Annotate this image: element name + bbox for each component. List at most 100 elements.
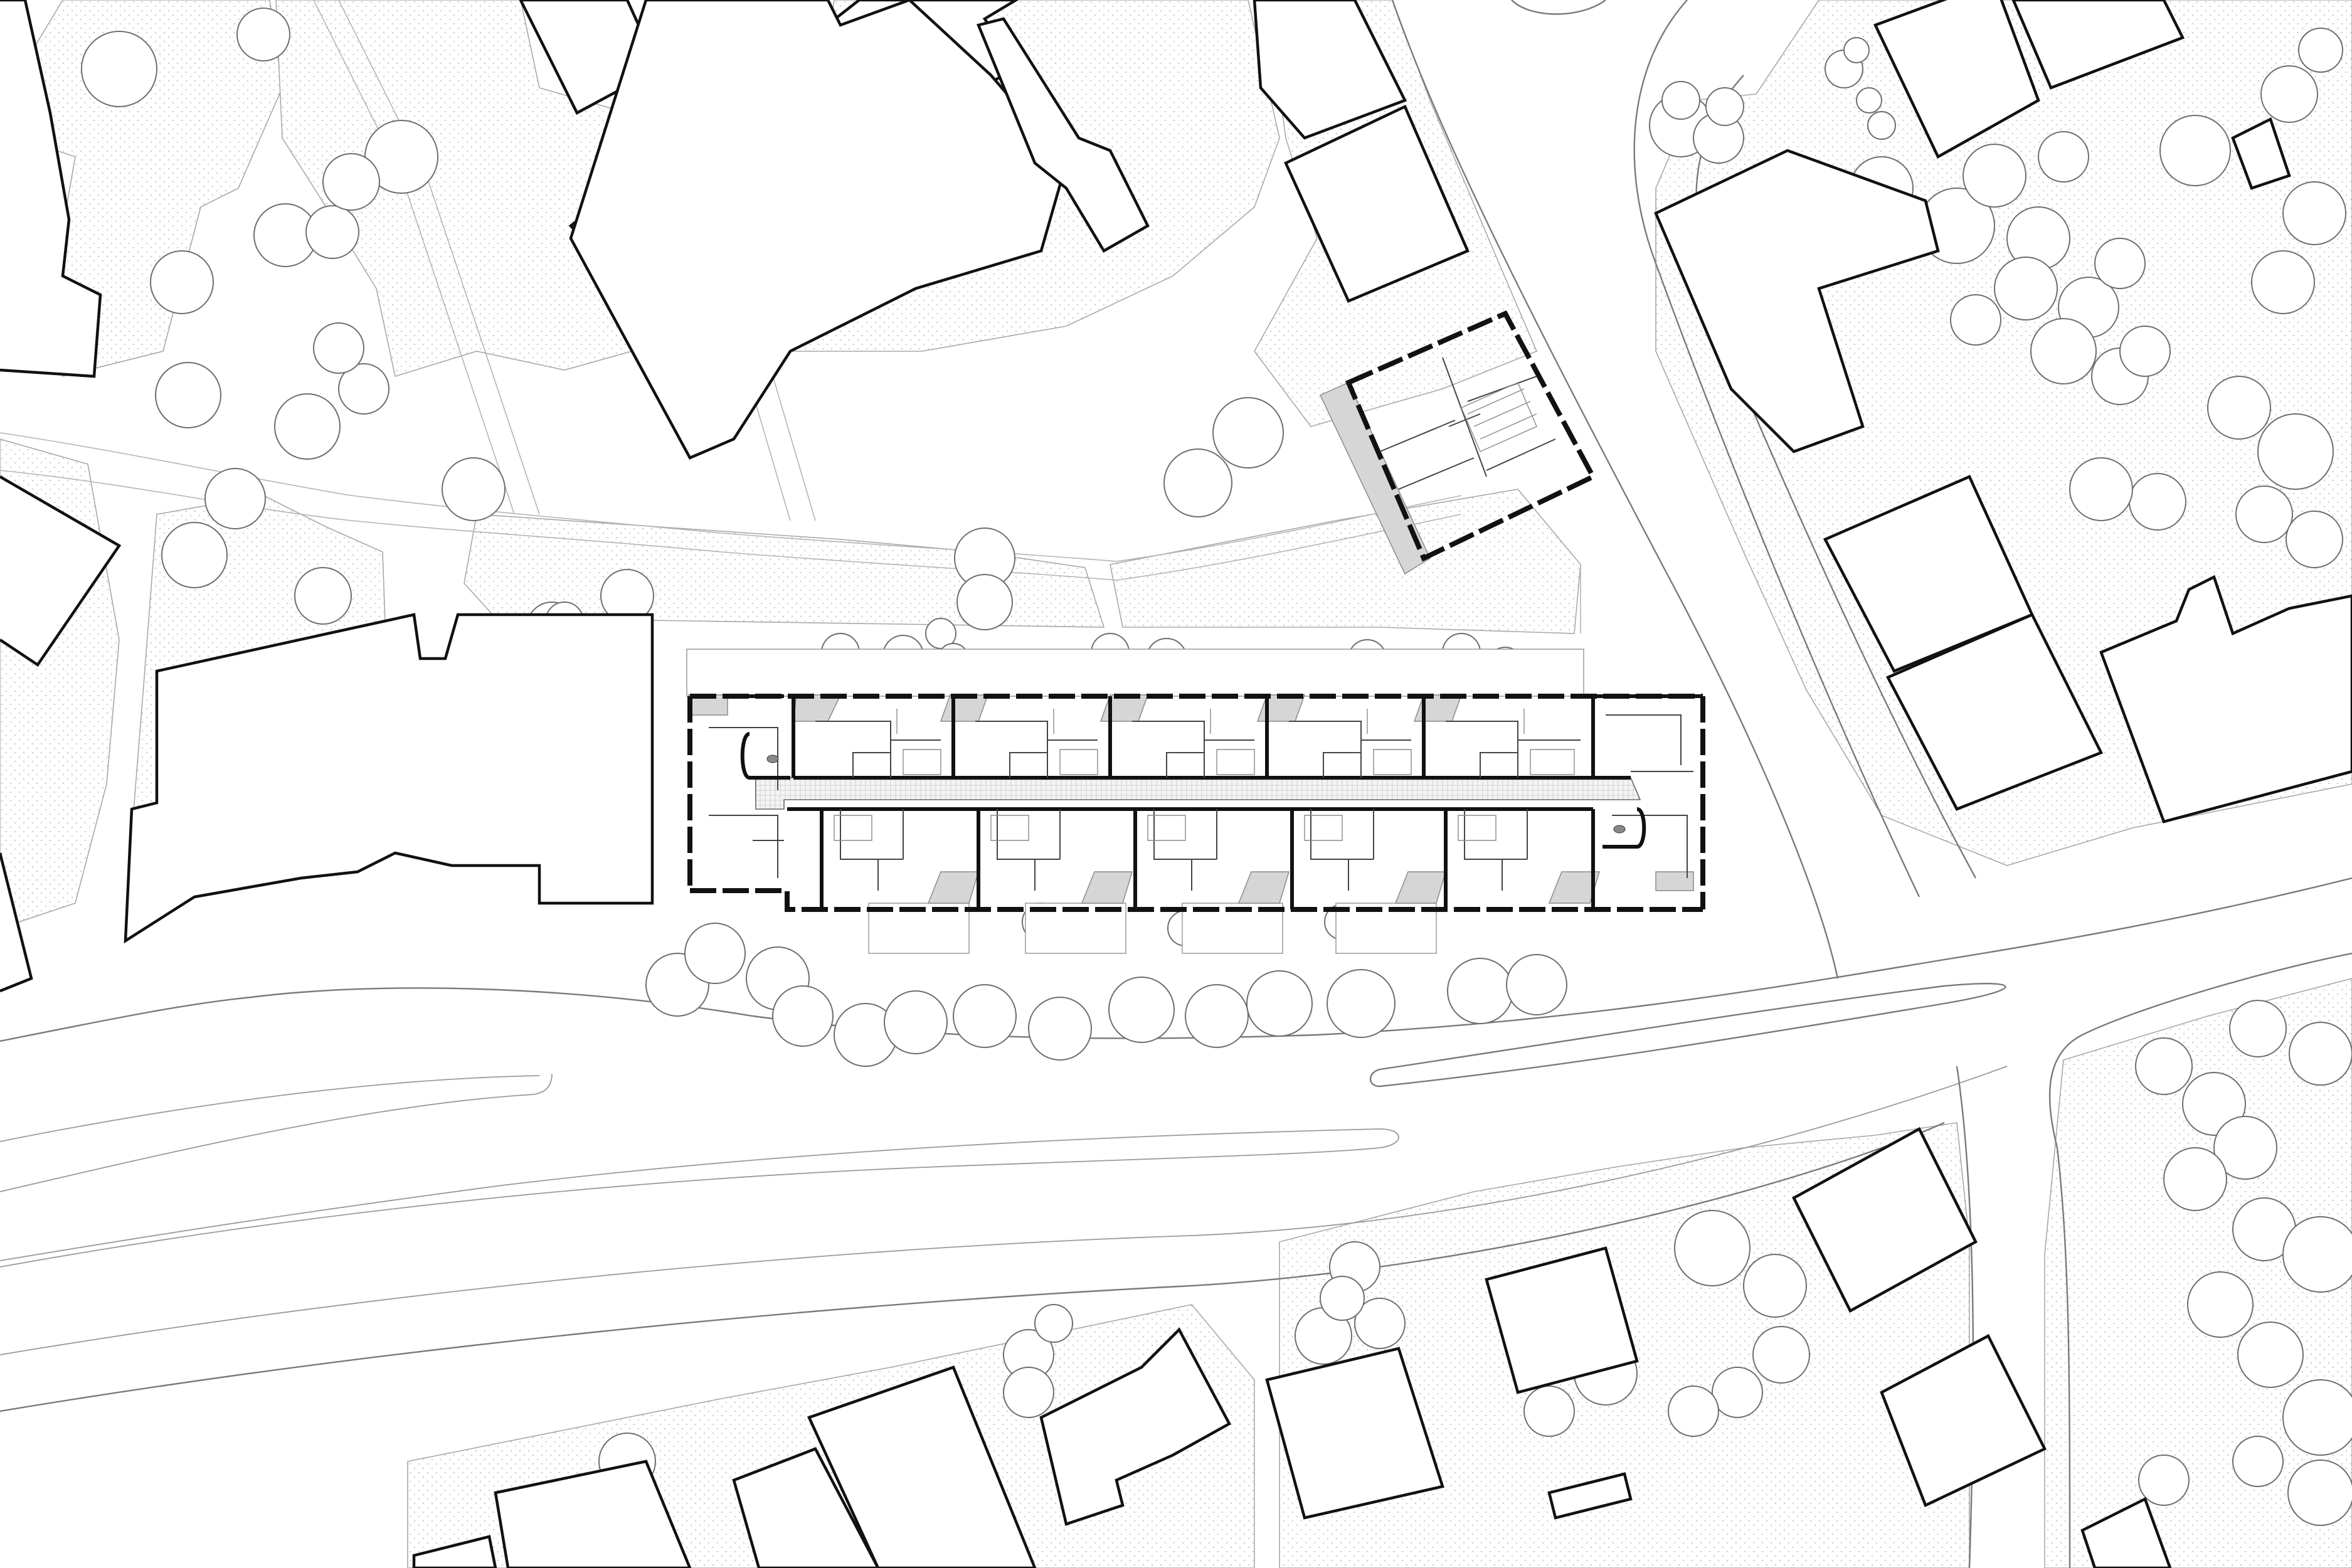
building-nw — [0, 0, 102, 378]
tree — [81, 31, 157, 107]
tree — [1028, 997, 1092, 1061]
tree — [2030, 318, 2097, 384]
tree — [2282, 1379, 2352, 1456]
tree — [953, 984, 1017, 1048]
tree — [305, 205, 359, 259]
tree — [1447, 958, 1513, 1024]
side-street-west-edge — [1391, 0, 1839, 979]
building-east-6 — [1885, 613, 2104, 811]
tree — [884, 990, 948, 1054]
central-corridor — [755, 777, 1641, 800]
tree — [236, 8, 290, 61]
building-s-5 — [412, 1535, 497, 1568]
tree — [294, 567, 352, 625]
tree — [2287, 1459, 2352, 1526]
tree — [2138, 1454, 2190, 1506]
building-w — [0, 475, 122, 667]
project-main-building — [686, 649, 1705, 954]
main-road-south-edge — [0, 1121, 1945, 1412]
balconies — [688, 694, 1694, 904]
traffic-island — [1369, 982, 2006, 1088]
parcel-se2 — [2044, 978, 2352, 1568]
tree — [1705, 87, 1744, 126]
corridor-walls — [787, 776, 1631, 811]
building-ne2 — [1284, 104, 1470, 303]
terrace-north-row — [686, 649, 1584, 697]
main-road-north-edge — [0, 877, 2352, 1042]
tree — [2038, 131, 2089, 183]
tree — [925, 618, 956, 649]
building-s-2 — [807, 1365, 1037, 1568]
corridor-west-end — [755, 778, 785, 810]
tree — [2289, 1022, 2352, 1086]
west-stair-core — [740, 732, 790, 780]
tree — [1661, 81, 1700, 120]
building-s-1 — [1039, 1327, 1232, 1526]
tree — [2069, 457, 2133, 521]
interior-partitions — [709, 714, 1693, 891]
tree — [1246, 970, 1313, 1037]
tree — [322, 153, 380, 211]
building-east-1 — [1654, 149, 1940, 453]
tree — [1743, 1254, 1807, 1318]
tree — [1674, 1210, 1751, 1286]
tree — [150, 250, 214, 314]
main-road-lane-1 — [0, 1075, 540, 1142]
tree — [2286, 511, 2343, 568]
tree — [2257, 413, 2334, 490]
tree — [2159, 115, 2231, 186]
party-walls-north — [792, 696, 1595, 778]
annex-access-walkway — [1319, 382, 1431, 575]
annex-stair — [1461, 382, 1537, 452]
main-road-lane-2 — [0, 1128, 1399, 1268]
party-walls-south — [820, 809, 1595, 909]
street-south-block — [1956, 1066, 1974, 1568]
trees — [81, 8, 2352, 1526]
tree — [1320, 1276, 1365, 1321]
tree — [1327, 969, 1396, 1038]
project-annex — [1319, 310, 1597, 575]
main-outer-walls-south — [690, 888, 1703, 912]
building-east-4 — [2231, 117, 2291, 190]
tree — [442, 457, 506, 521]
tree — [2232, 1436, 2284, 1487]
tree — [1108, 977, 1175, 1043]
fixtures — [834, 709, 1575, 841]
tree — [313, 322, 364, 374]
tree — [2282, 1216, 2352, 1293]
tree — [274, 393, 341, 460]
tree — [1212, 397, 1284, 469]
tree — [1867, 111, 1896, 140]
east-elevator — [1613, 825, 1626, 834]
building-se-3 — [1265, 1347, 1444, 1520]
east-stair-core — [1602, 807, 1646, 849]
tree — [1963, 144, 2026, 208]
tree — [1185, 984, 1249, 1048]
main-road-median — [0, 1073, 553, 1192]
tree — [1712, 1367, 1763, 1418]
garden-south-4 — [1335, 903, 1437, 954]
side-street-east-edge — [1633, 0, 1920, 898]
tree — [1668, 1385, 1719, 1437]
building-ne1 — [1253, 0, 1407, 140]
tree — [204, 468, 266, 529]
building-se-4 — [1880, 1333, 2047, 1508]
tree — [161, 522, 228, 588]
tree — [338, 363, 389, 415]
building-w-south — [0, 852, 33, 993]
tree — [2229, 1000, 2287, 1057]
tree — [772, 985, 834, 1047]
tree — [684, 923, 746, 984]
building-se-1 — [1792, 1126, 1978, 1313]
tree — [2129, 473, 2186, 531]
tree — [1950, 294, 2001, 346]
tree — [1003, 1367, 1054, 1418]
building-se-2 — [1485, 1246, 1639, 1394]
tree — [1506, 954, 1567, 1015]
main-road-lane-3 — [0, 1066, 2008, 1355]
tree — [2237, 1322, 2304, 1388]
building-se-5 — [2080, 1496, 2172, 1568]
tree — [2119, 326, 2171, 377]
